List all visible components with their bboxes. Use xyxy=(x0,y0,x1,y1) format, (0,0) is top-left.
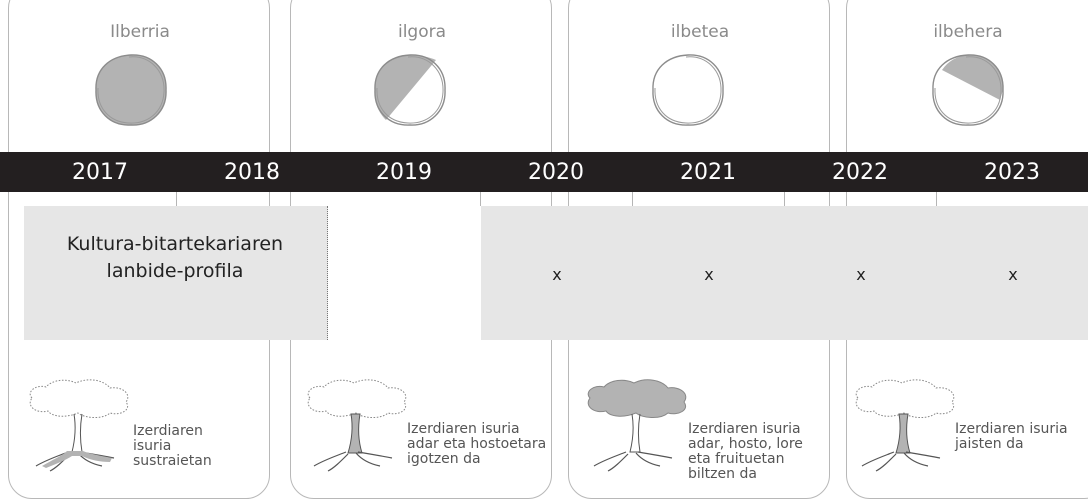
caption-line: jaisten da xyxy=(955,436,1024,452)
tree-trunk-icon xyxy=(848,378,963,473)
profile-line: lanbide-profila xyxy=(106,260,244,282)
phase-label: ilbehera xyxy=(933,22,1003,42)
phase-label: ilgora xyxy=(397,22,447,42)
year-mark: x xyxy=(552,265,562,284)
tree-roots-icon xyxy=(22,378,137,473)
full-moon-icon xyxy=(648,50,728,130)
year-label: 2020 xyxy=(528,160,584,185)
waning-moon-icon xyxy=(928,50,1008,130)
block-edge xyxy=(327,206,328,340)
phase-label: ilbetea xyxy=(670,22,730,42)
year-label: 2023 xyxy=(984,160,1040,185)
profile-line: Kultura-bitartekariaren xyxy=(66,233,284,255)
caption-line: biltzen da xyxy=(688,466,757,482)
year-bar xyxy=(0,152,1088,192)
caption-line: isuria xyxy=(133,438,172,454)
tree-caption: Izerdiaren isuria adar, hosto, lore eta … xyxy=(688,422,803,482)
year-mark: x xyxy=(856,265,866,284)
year-mark: x xyxy=(704,265,714,284)
year-mark: x xyxy=(1008,265,1018,284)
caption-line: Izerdiaren isuria xyxy=(955,421,1068,437)
year-divider xyxy=(632,192,633,206)
tree-caption: Izerdiaren isuria adar eta hostoetara ig… xyxy=(407,422,546,467)
tree-crown-icon xyxy=(580,378,695,473)
caption-line: Izerdiaren xyxy=(133,423,203,439)
timeline-block xyxy=(481,206,1088,340)
caption-line: adar, hosto, lore xyxy=(688,436,803,452)
year-label: 2019 xyxy=(376,160,432,185)
year-divider xyxy=(784,192,785,206)
waxing-moon-icon xyxy=(370,50,450,130)
tree-trunk-icon xyxy=(300,378,415,473)
year-label: 2018 xyxy=(224,160,280,185)
year-label: 2021 xyxy=(680,160,736,185)
caption-line: adar eta hostoetara xyxy=(407,436,547,452)
tree-caption: Izerdiaren isuria sustraietan xyxy=(133,424,212,469)
year-divider xyxy=(480,192,481,206)
caption-line: eta fruituetan xyxy=(688,451,785,467)
year-divider xyxy=(936,192,937,206)
profile-title: Kultura-bitartekariaren lanbide-profila xyxy=(24,231,326,285)
caption-line: Izerdiaren isuria xyxy=(688,421,801,437)
year-label: 2022 xyxy=(832,160,888,185)
tree-caption: Izerdiaren isuria jaisten da xyxy=(955,422,1068,452)
phase-label: Ilberria xyxy=(110,22,170,42)
year-divider xyxy=(176,192,177,206)
new-moon-icon xyxy=(91,50,171,130)
caption-line: igotzen da xyxy=(407,451,481,467)
profile-block xyxy=(24,206,328,340)
caption-line: Izerdiaren isuria xyxy=(407,421,520,437)
caption-line: sustraietan xyxy=(133,453,212,469)
year-label: 2017 xyxy=(72,160,128,185)
